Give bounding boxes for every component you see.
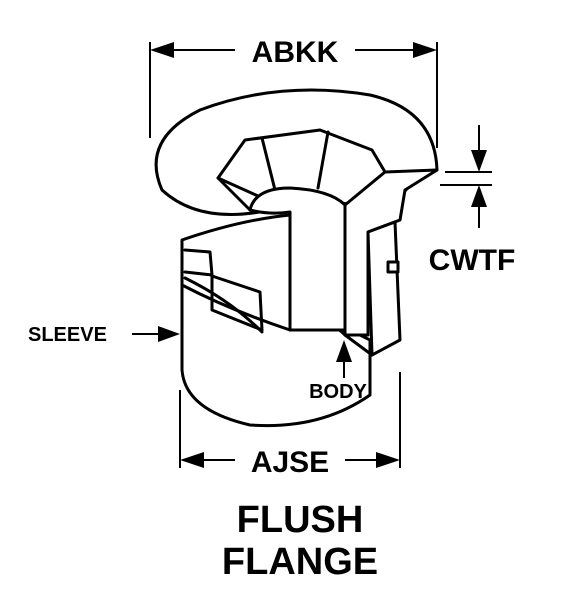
ajse-arrow-right: [376, 452, 400, 468]
body-notch: [386, 260, 400, 274]
sleeve-callout: SLEEVE: [28, 324, 180, 346]
caption: FLUSH FLANGE: [222, 499, 378, 583]
sleeve-body: [180, 213, 372, 428]
body-callout: BODY: [309, 340, 368, 403]
sleeve-band: [180, 283, 292, 332]
caption-line-1: FLUSH: [237, 499, 364, 541]
bore-hole: [248, 186, 347, 332]
cwtf-arrow-up: [471, 185, 487, 207]
ajse-dimension: AJSE: [179, 372, 401, 479]
cwtf-dimension: CWTF: [429, 125, 516, 277]
countersink-facet-1: [260, 136, 277, 192]
ajse-arrow-left: [180, 452, 204, 468]
sleeve-leader-arrow: [158, 326, 180, 342]
sleeve-label: SLEEVE: [28, 324, 107, 346]
hex-facet-upper: [183, 248, 214, 277]
abkk-label: ABKK: [252, 36, 339, 69]
body-label: BODY: [309, 381, 367, 403]
abkk-arrow-left: [150, 42, 174, 58]
body-section: [343, 168, 439, 357]
abkk-dimension: ABKK: [149, 36, 438, 148]
ajse-label: AJSE: [251, 446, 329, 479]
caption-line-2: FLANGE: [222, 541, 378, 583]
countersink-facet-3: [216, 176, 260, 198]
cwtf-arrow-down: [471, 150, 487, 172]
countersink-facet-2: [316, 130, 330, 190]
abkk-arrow-right: [413, 42, 437, 58]
hex-facet-lower: [183, 276, 264, 334]
cwtf-label: CWTF: [429, 244, 516, 277]
body-leader-arrow: [336, 340, 352, 362]
